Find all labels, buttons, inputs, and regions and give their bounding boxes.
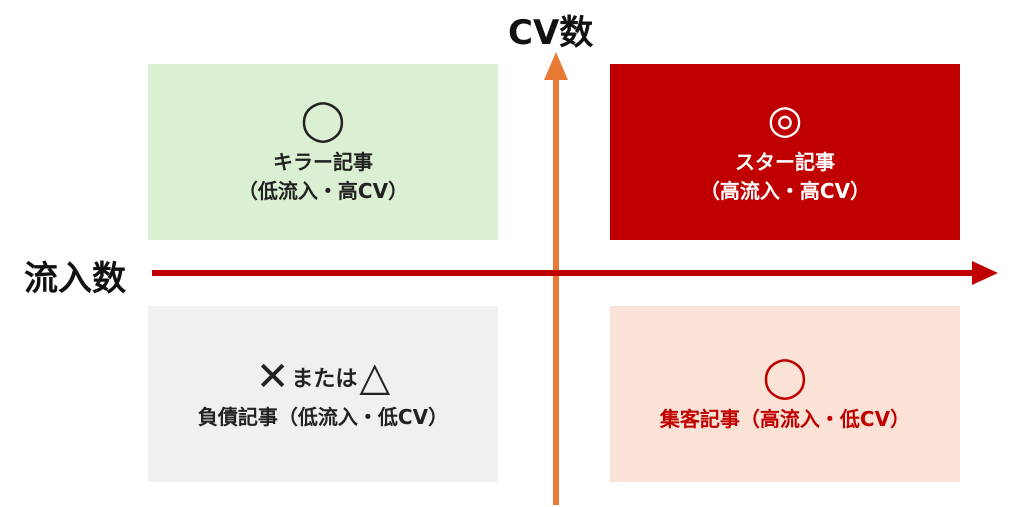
quadrant-subtitle: （低流入・高CV） bbox=[237, 179, 409, 203]
circle-icon: ◯ bbox=[762, 353, 808, 400]
quadrant-killer-articles: ◯ キラー記事 （低流入・高CV） bbox=[148, 64, 498, 240]
quadrant-title: 集客記事（高流入・低CV） bbox=[659, 406, 911, 431]
quadrant-title: キラー記事 bbox=[273, 150, 373, 174]
quadrant-subtitle: （高流入・高CV） bbox=[699, 179, 871, 203]
cross-icon: ✕ bbox=[255, 353, 290, 400]
quadrant-title: 負債記事（低流入・低CV） bbox=[197, 404, 449, 429]
double-circle-icon: ◎ bbox=[767, 97, 803, 143]
y-axis-label: CV数 bbox=[508, 13, 594, 53]
y-axis-arrowhead bbox=[544, 52, 568, 80]
circle-icon: ◯ bbox=[300, 97, 346, 143]
quadrant-debt-articles: ✕ または △ 負債記事（低流入・低CV） bbox=[148, 306, 498, 482]
quadrant-star-articles: ◎ スター記事 （高流入・高CV） bbox=[610, 64, 960, 240]
quadrant-acquisition-articles: ◯ 集客記事（高流入・低CV） bbox=[610, 306, 960, 482]
symbol-row: ✕ または △ bbox=[256, 357, 390, 397]
triangle-icon: △ bbox=[359, 353, 391, 400]
x-axis-label: 流入数 bbox=[24, 259, 126, 299]
symbol-connector-text: または bbox=[291, 366, 358, 392]
quadrant-title: スター記事 bbox=[735, 150, 835, 174]
x-axis-arrowhead bbox=[972, 261, 998, 285]
